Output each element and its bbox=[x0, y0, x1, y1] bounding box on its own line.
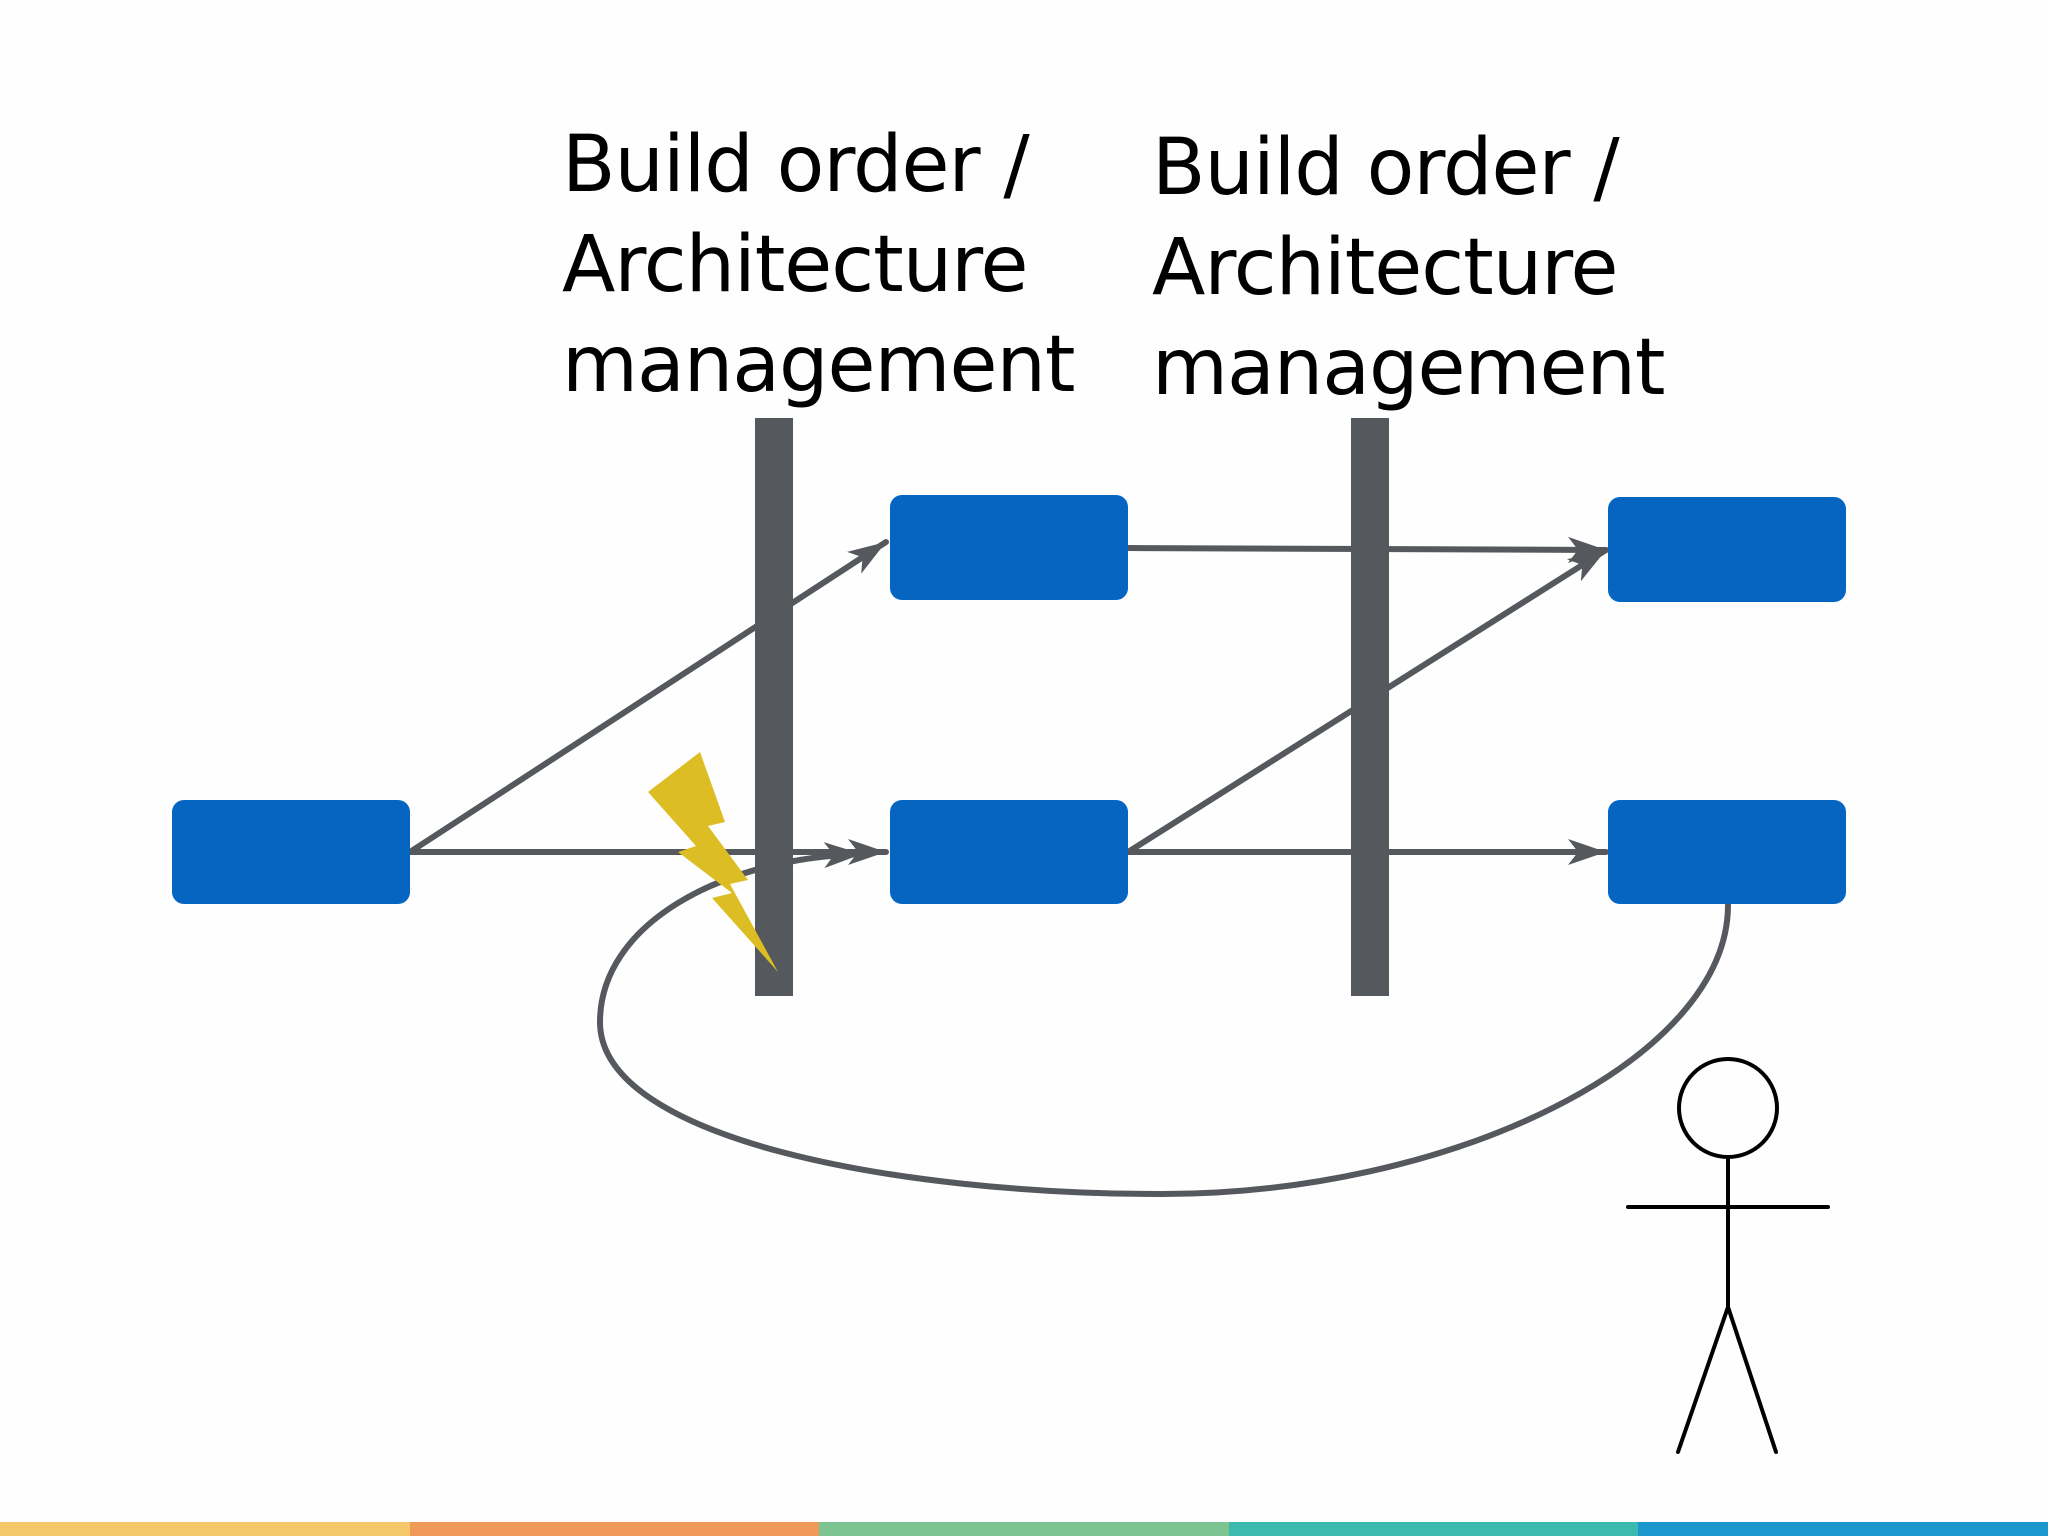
footer-segment-3 bbox=[819, 1522, 1229, 1536]
footer-segment-4 bbox=[1228, 1522, 1639, 1536]
arrow-upper-mid-to-upper-right bbox=[1123, 536, 1609, 563]
footer-segment-1 bbox=[0, 1522, 410, 1536]
footer-segment-2 bbox=[409, 1522, 820, 1536]
feedback-loop-arrow bbox=[596, 842, 1731, 1198]
stick-figure-head bbox=[1677, 1057, 1779, 1159]
component-box-upper-right bbox=[1608, 497, 1846, 602]
arrow-source-to-upper-mid bbox=[407, 539, 889, 855]
arrow-lower-mid-to-upper-right bbox=[1125, 547, 1609, 855]
barrier-label-left: Build order / Architecture management bbox=[562, 115, 1076, 415]
footer-color-bar bbox=[0, 1522, 2048, 1536]
barrier-label-left-line-3: management bbox=[562, 320, 1076, 410]
barrier-label-left-line-1: Build order / bbox=[562, 120, 1030, 210]
barrier-label-right-line-3: management bbox=[1152, 323, 1666, 413]
stick-figure-icon bbox=[1626, 1057, 1830, 1454]
barrier-label-right: Build order / Architecture management bbox=[1152, 118, 1666, 418]
stick-figure-left-leg bbox=[1676, 1305, 1730, 1454]
component-box-lower-right bbox=[1608, 800, 1846, 904]
stick-figure-right-leg bbox=[1726, 1305, 1778, 1454]
barrier-bar-left bbox=[755, 418, 793, 996]
component-box-lower-mid bbox=[890, 800, 1128, 904]
footer-segment-5 bbox=[1638, 1522, 2048, 1536]
component-box-source bbox=[172, 800, 410, 904]
component-box-upper-mid bbox=[890, 495, 1128, 600]
barrier-label-left-line-2: Architecture bbox=[562, 220, 1029, 310]
barrier-label-right-line-1: Build order / bbox=[1152, 123, 1620, 213]
barrier-label-right-line-2: Architecture bbox=[1152, 223, 1619, 313]
lightning-bolt-icon bbox=[648, 752, 778, 972]
